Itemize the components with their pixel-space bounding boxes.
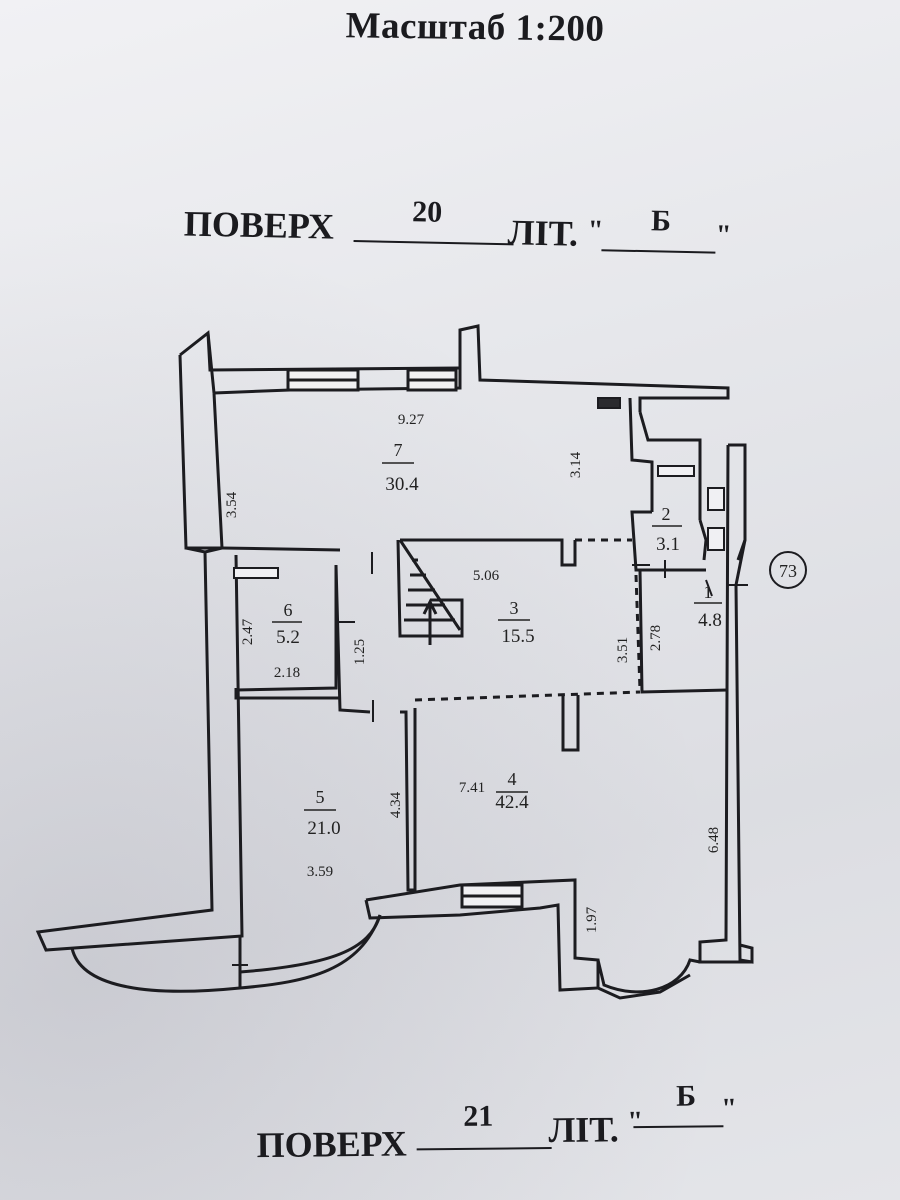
wall-left-upper [178,354,224,550]
room-7-area: 30.4 [385,474,419,495]
shaft-box-2 [707,527,725,551]
dim-3-54: 3.54 [224,491,240,518]
dim-7-41: 7.41 [459,780,485,796]
dim-2-78: 2.78 [648,625,664,651]
room-5-number: 5 [316,787,325,807]
dim-5-06: 5.06 [473,568,500,584]
balcony-curve [70,914,382,993]
vent-room2 [657,465,695,477]
wall-bath-left [628,397,654,512]
apartment-number-circle [769,551,807,589]
balcony-inner [239,914,382,974]
vent-room6 [233,567,279,579]
dim-6-48: 6.48 [706,827,722,853]
wall-top-outer [206,332,461,372]
room-3-number: 3 [510,598,519,618]
room-1-number: 1 [704,582,713,602]
openings [414,538,642,702]
dim-1-97: 1.97 [584,906,600,933]
opening-3-4 [414,690,641,702]
wall-corridor-left [334,564,371,714]
wall-right-long [734,539,754,964]
wall-bath-right [698,519,708,561]
stairs-outline [396,539,464,638]
wall-left-lower [35,546,244,952]
wall-pillar [561,695,580,752]
wall-partition-5-4 [400,708,417,892]
dim-9-27: 9.27 [398,412,425,428]
wall-room6-top [221,546,341,552]
room-3-area: 15.5 [501,626,534,647]
room-2-area: 3.1 [656,534,680,555]
wall-right-top [728,443,747,561]
room-4-area: 42.4 [495,792,529,813]
dim-2-47: 2.47 [240,618,256,645]
room-4-number: 4 [508,769,517,789]
dim-2-18: 2.18 [274,665,300,681]
wall-bottom-mid [364,878,600,992]
dimension-labels: 9.27 3.54 3.14 5.06 2.47 2.18 1.25 3.51 … [224,412,722,933]
room-7-number: 7 [394,440,403,460]
stair-arrow-head [422,598,438,615]
wall-right-inner [698,444,752,964]
bay-window-outer [597,973,691,1000]
dim-3-51: 3.51 [615,637,631,663]
room-labels: 7 30.4 2 3.1 6 5.2 3 15.5 1 4.8 5 21.0 4… [272,440,722,839]
vent-top [597,397,621,409]
opening-3-1 [634,574,642,691]
apartment-number: 73 [779,561,797,581]
wall-room6-bottom [234,688,340,700]
tick [705,579,713,597]
bay-window [596,958,701,994]
plan-walls [35,324,754,1000]
stairs-diagonal [398,539,462,631]
wall-bath-top [638,411,702,520]
room-2-number: 2 [662,504,671,524]
wall-top [213,324,730,412]
shaft-box-1 [707,487,725,511]
room-6-area: 5.2 [276,627,300,648]
wall-room2-box [630,510,706,572]
dim-4-34: 4.34 [388,791,404,818]
room-6-number: 6 [284,600,293,620]
room-5-area: 21.0 [307,818,340,839]
dim-1-25: 1.25 [352,639,368,665]
dim-3-59: 3.59 [307,864,333,880]
vents [233,397,725,579]
room-1-area: 4.8 [698,610,722,631]
wall-room1 [638,569,729,694]
tick-marks [232,552,748,966]
wall-room7-bottom [400,538,577,567]
dim-3-14: 3.14 [568,451,584,478]
wall-left-joint [204,546,223,554]
